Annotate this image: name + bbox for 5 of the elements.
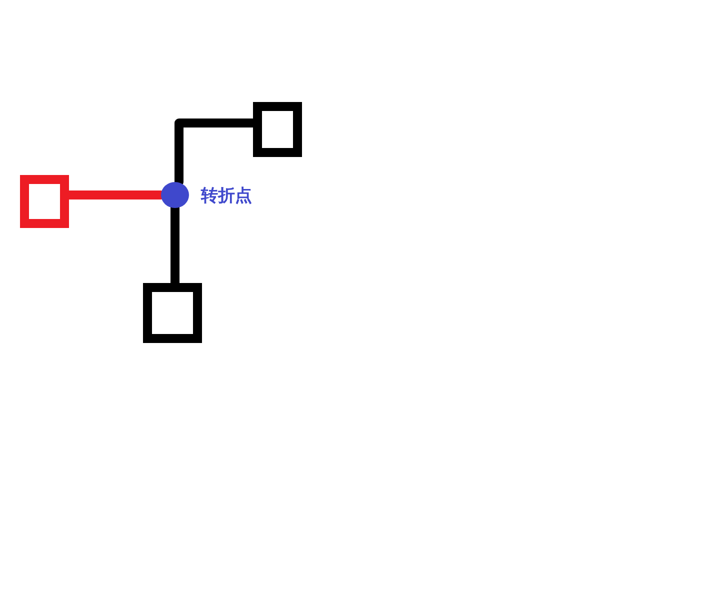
square-box xyxy=(20,175,69,228)
annotation-text: 转折点 xyxy=(201,185,252,207)
turning-point-dot xyxy=(161,182,189,208)
square-box xyxy=(143,283,202,343)
square-box xyxy=(253,102,302,157)
